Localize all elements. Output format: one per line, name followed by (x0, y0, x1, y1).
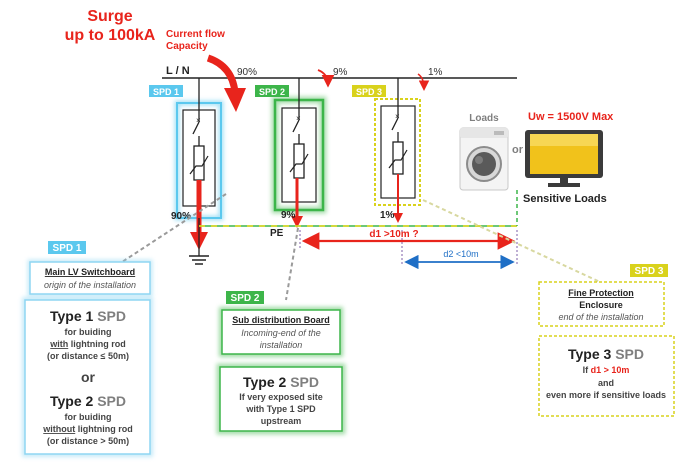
spd1-switch-x: × (196, 116, 201, 125)
washing-machine-icon (459, 127, 509, 191)
panel2-header-title: Sub distribution Board (232, 315, 330, 325)
panel1-header-title: Main LV Switchboard (45, 267, 135, 277)
panel3-type-b: SPD (615, 346, 644, 362)
panel3-l1: If d1 > 10m (583, 365, 630, 375)
panel1-or: or (81, 369, 96, 385)
pct-top-9: 9% (333, 67, 348, 78)
panel2-header (221, 309, 341, 355)
surge-title: Surge (87, 8, 132, 25)
spd3-varistor (392, 141, 404, 175)
panel1-type2-l2: without lightning rod (42, 424, 133, 434)
current-flow-label-2: Capacity (166, 41, 208, 52)
panel3-body (538, 335, 675, 417)
pct-bottom-90: 90% (171, 211, 191, 222)
panel1-type2-l2b: lightning rod (75, 424, 133, 434)
current-flow-label: Current flow (166, 29, 225, 40)
panel1-type1-l2a: with (49, 339, 68, 349)
panel1-type1-a: Type 1 (50, 308, 97, 324)
spd2-varistor (293, 143, 305, 179)
spd3-tag-box (352, 85, 386, 97)
panel3-l2: and (598, 378, 614, 388)
flow-arrow-9 (317, 69, 335, 88)
panel1-type2-a: Type 2 (50, 393, 97, 409)
panel2-header-sub2: installation (260, 340, 303, 350)
panel3-l3: even more if sensitive loads (546, 390, 666, 400)
panel2-body (219, 366, 343, 432)
panel2-l1: If very exposed site (239, 392, 323, 402)
leader-spd3 (422, 199, 601, 283)
panel2-type-heading: Type 2 SPD (243, 374, 319, 390)
panel1-type1-l3: (or distance ≤ 50m) (47, 351, 129, 361)
panel3-tag-box (630, 264, 668, 277)
spd3-tag: SPD 3 (356, 87, 382, 97)
panel2-tag-box (226, 291, 264, 304)
spd1-tag: SPD 1 (153, 87, 179, 97)
panel2-tag: SPD 2 (231, 293, 260, 304)
panel1-body (24, 299, 151, 455)
panel1-type1-b: SPD (97, 308, 126, 324)
panel1-tag-box (48, 241, 86, 254)
spd3-switch (391, 117, 399, 131)
or-label: or (512, 144, 524, 156)
surge-subtitle: up to 100kA (65, 27, 156, 44)
panel1-type2-l2a: without (42, 424, 75, 434)
spd1-tag-box (149, 85, 183, 97)
panel3-tag: SPD 3 (635, 266, 664, 277)
spd2-tag-box (255, 85, 289, 97)
flow-arrow-1 (417, 73, 430, 91)
d2-label: d2 <10m (443, 249, 478, 259)
panel1-type1-l1: for buiding (65, 327, 112, 337)
pct-top-90: 90% (237, 67, 257, 78)
spd2-discharge-head (291, 216, 303, 228)
panel3-l1b: d1 > 10m (591, 365, 630, 375)
panel2-type-a: Type 2 (243, 374, 290, 390)
spd3-switch-x: × (395, 112, 400, 121)
spd3-varistor-mark (388, 149, 408, 169)
panel3-header-title1: Fine Protection (568, 288, 634, 298)
panel1-type2-b: SPD (97, 393, 126, 409)
monitor-icon (525, 130, 603, 187)
surge-arrow-head (224, 88, 246, 112)
panel3-header-title2: Enclosure (579, 300, 623, 310)
panel3-header-sub: end of the installation (558, 312, 643, 322)
panel2-l2: with Type 1 SPD (245, 404, 316, 414)
spd2-switch (292, 119, 300, 133)
panel1-header (29, 261, 151, 295)
pct-bottom-1: 1% (380, 210, 395, 221)
pe-label: PE (270, 228, 284, 239)
panel1-type2-l1: for buiding (65, 412, 112, 422)
pct-bottom-9: 9% (281, 210, 296, 221)
panel2-header-sub1: Incoming-end of the (241, 328, 321, 338)
sensitive-loads-label: Sensitive Loads (523, 193, 607, 205)
spd3-discharge-head (393, 213, 403, 223)
spd1-varistor (193, 145, 205, 181)
panel3-header (538, 281, 665, 327)
spd1-switch (192, 121, 200, 135)
d1-label: d1 >10m ? (369, 229, 418, 240)
panel1-tag: SPD 1 (53, 243, 82, 254)
spd1-varistor-mark (189, 155, 209, 175)
panel1-type1-l2b: lightning rod (68, 339, 126, 349)
leader-spd2 (285, 227, 299, 301)
uw-label: Uw = 1500V Max (528, 111, 614, 123)
panel1-header-sub: origin of the installation (44, 280, 136, 290)
panel3-l1a: If (583, 365, 591, 375)
panel1-type2-l3: (or distance > 50m) (47, 436, 129, 446)
panel2-type-b: SPD (290, 374, 319, 390)
panel1-type2-heading: Type 2 SPD (50, 393, 126, 409)
panel1-type1-heading: Type 1 SPD (50, 308, 126, 324)
pct-top-1: 1% (428, 67, 443, 78)
panel1-type1-l2: with lightning rod (49, 339, 126, 349)
panel3-type-heading: Type 3 SPD (568, 346, 644, 362)
spd2-tag: SPD 2 (259, 87, 285, 97)
loads-label: Loads (469, 113, 499, 124)
line-label: L / N (166, 65, 190, 77)
panel3-type-a: Type 3 (568, 346, 615, 362)
surge-arrow (206, 54, 239, 93)
spd2-varistor-mark (289, 153, 309, 173)
spd2-switch-x: × (296, 114, 301, 123)
panel2-l3: upstream (261, 416, 302, 426)
